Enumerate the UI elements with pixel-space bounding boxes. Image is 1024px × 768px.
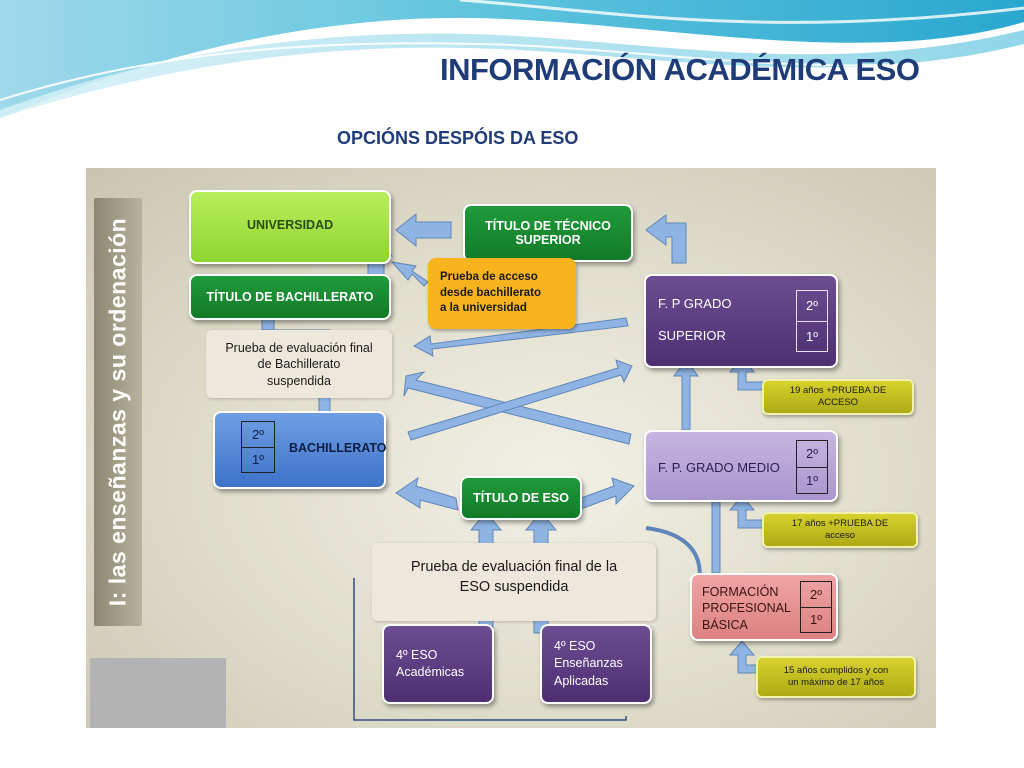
node-titulo-bachillerato: TÍTULO DE BACHILLERATO — [189, 274, 391, 320]
node-fp-grado-superior: F. P GRADO SUPERIOR 2º 1º — [644, 274, 838, 368]
header-swoosh — [0, 0, 1024, 118]
requirement-fp-basica: 15 años cumplidos y con un máximo de 17 … — [756, 656, 916, 698]
education-diagram: I: las enseñanzas y su ordenación UNIVER… — [86, 168, 936, 728]
connector-eso-loop — [353, 578, 627, 721]
arrow-fpsuperior-to-tecnico — [645, 214, 687, 264]
node-eso-aplicadas: 4º ESO Enseñanzas Aplicadas — [540, 624, 652, 704]
years-bachillerato: 2º 1º — [241, 421, 275, 473]
page-title: INFORMACIÓN ACADÉMICA ESO — [440, 52, 920, 87]
requirement-fp-superior: 19 años +PRUEBA DE ACCESO — [762, 379, 914, 415]
arrow-cross-1 — [403, 371, 632, 445]
arrow-cross-2 — [407, 359, 633, 441]
arrow-eso-to-bach — [395, 476, 459, 511]
arrow-fpsuperior-left — [412, 317, 629, 357]
node-bachillerato: 2º 1º BACHILLERATO — [213, 411, 386, 489]
node-titulo-eso: TÍTULO DE ESO — [460, 476, 582, 520]
node-prueba-acceso: Prueba de acceso desde bachillerato a la… — [428, 258, 576, 329]
arrow-eso-to-fpmedio — [575, 477, 635, 511]
note-prueba-eso: Prueba de evaluación final de la ESO sus… — [372, 543, 656, 621]
page-subtitle: OPCIÓNS DESPÓIS DA ESO — [337, 128, 579, 148]
note-prueba-bachillerato: Prueba de evaluación final de Bachillera… — [206, 330, 392, 398]
years-fp-basica: 2º 1º — [800, 581, 832, 633]
years-fp-medio: 2º 1º — [796, 440, 828, 494]
arrow-prueba-to-universidad — [390, 261, 429, 287]
arrow-tecnico-to-universidad — [395, 212, 452, 248]
requirement-fp-medio: 17 años +PRUEBA DE acceso — [762, 512, 918, 548]
node-titulo-tecnico-superior: TÍTULO DE TÉCNICO SUPERIOR — [463, 204, 633, 262]
node-universidad: UNIVERSIDAD — [189, 190, 391, 264]
years-fp-superior: 2º 1º — [796, 290, 828, 352]
sidebar-vertical-title: I: las enseñanzas y su ordenación — [94, 198, 142, 626]
gray-block — [90, 658, 226, 728]
node-eso-academicas: 4º ESO Académicas — [382, 624, 494, 704]
arrow-req-medio — [728, 495, 767, 529]
arrow-fpmedio-to-fpsuperior — [673, 359, 699, 431]
node-fp-basica: FORMACIÓN PROFESIONAL BÁSICA 2º 1º — [690, 573, 838, 641]
node-fp-grado-medio: F. P. GRADO MEDIO 2º 1º — [644, 430, 838, 502]
